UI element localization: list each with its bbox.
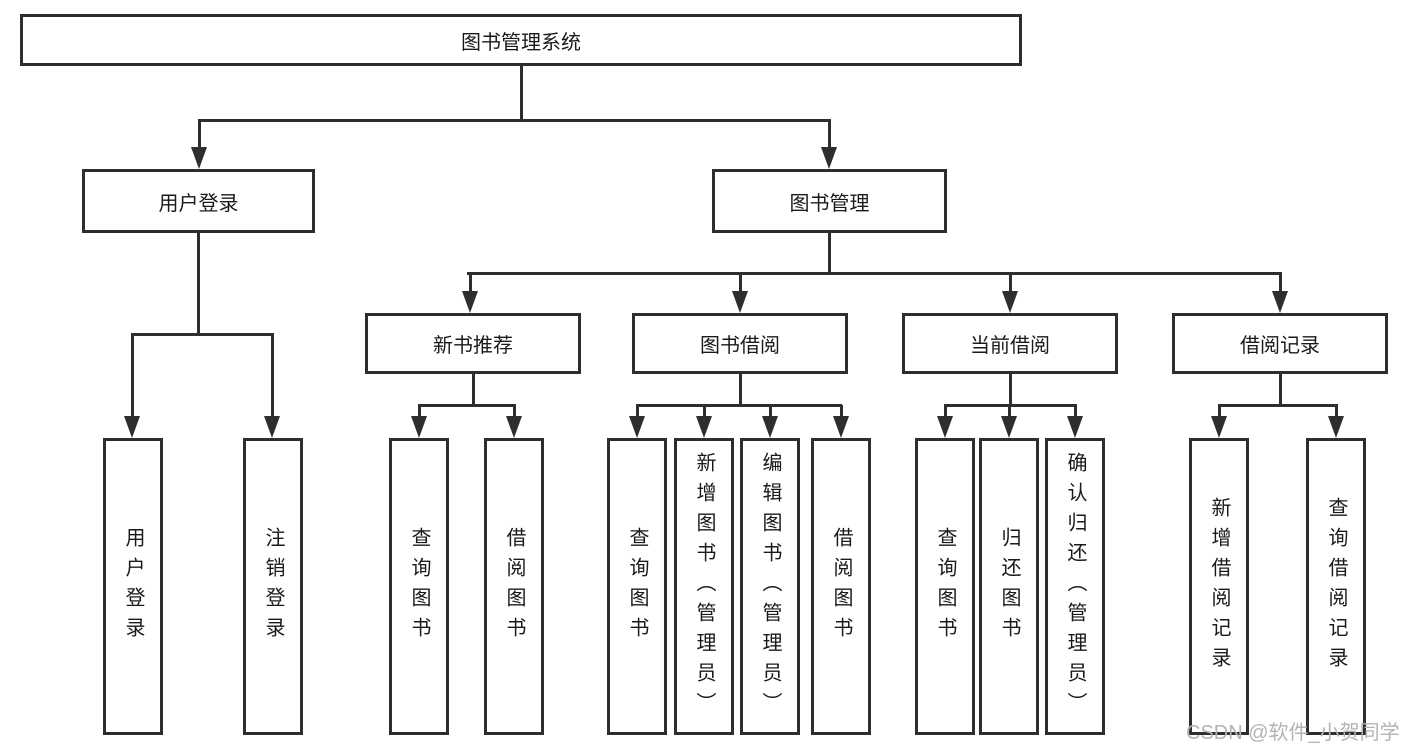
connector-line (131, 333, 274, 336)
connector-line (739, 273, 742, 291)
leaf-user-login: 用户登录 (103, 438, 163, 735)
node-label: 当前借阅 (970, 335, 1050, 357)
node-label: 查询图书 (626, 526, 648, 647)
connector-line (636, 405, 639, 416)
node-label: 借阅图书 (830, 526, 852, 647)
leaf-borrow-books-recommend: 借阅图书 (484, 438, 544, 735)
connector-line (1279, 273, 1282, 291)
connector-line (1335, 405, 1338, 416)
leaf-query-books-current: 查询图书 (915, 438, 975, 735)
connector-line (467, 272, 1282, 275)
connector-line (840, 405, 843, 416)
arrow-down-icon (462, 291, 478, 313)
connector-line (1009, 273, 1012, 291)
node-label: 用户登录 (122, 526, 144, 647)
connector-line (131, 334, 134, 416)
node-new-book-recommend: 新书推荐 (365, 313, 581, 374)
leaf-query-books-recommend: 查询图书 (389, 438, 449, 735)
leaf-edit-books-admin: 编辑图书（管理员） (740, 438, 800, 735)
arrow-down-icon (1211, 416, 1227, 438)
connector-line (418, 404, 516, 407)
node-label: 借阅图书 (503, 526, 525, 647)
arrow-down-icon (506, 416, 522, 438)
arrow-down-icon (411, 416, 427, 438)
leaf-return-books: 归还图书 (979, 438, 1039, 735)
node-label: 图书管理系统 (461, 31, 581, 54)
arrow-down-icon (124, 416, 140, 438)
connector-line (1009, 374, 1012, 405)
connector-line (739, 374, 742, 405)
arrow-down-icon (1002, 291, 1018, 313)
leaf-query-books-borrow: 查询图书 (607, 438, 667, 735)
connector-line (513, 405, 516, 416)
connector-line (271, 334, 274, 416)
connector-line (418, 405, 421, 416)
connector-line (828, 120, 831, 148)
arrow-down-icon (1067, 416, 1083, 438)
node-user-login: 用户登录 (82, 169, 315, 233)
arrow-down-icon (264, 416, 280, 438)
node-label: 图书管理 (789, 192, 870, 215)
arrow-down-icon (1328, 416, 1344, 438)
node-root-system: 图书管理系统 (20, 14, 1022, 66)
connector-line (944, 405, 947, 416)
node-label: 确认归还（管理员） (1064, 451, 1086, 722)
csdn-watermark: CSDN @软件_小贺同学 (1186, 722, 1400, 744)
connector-line (197, 233, 200, 334)
node-label: 注销登录 (262, 526, 284, 647)
connector-line (636, 404, 842, 407)
node-label: 编辑图书（管理员） (759, 451, 781, 722)
node-label: 查询借阅记录 (1325, 496, 1347, 677)
leaf-borrow-books: 借阅图书 (811, 438, 871, 735)
node-borrowing-records: 借阅记录 (1172, 313, 1388, 374)
node-label: 查询图书 (408, 526, 430, 647)
node-label: 归还图书 (998, 526, 1020, 647)
node-label: 新书推荐 (433, 335, 513, 357)
connector-line (1008, 405, 1011, 416)
leaf-add-books-admin: 新增图书（管理员） (674, 438, 734, 735)
node-book-management: 图书管理 (712, 169, 947, 233)
connector-line (520, 66, 523, 120)
connector-line (469, 273, 472, 291)
arrow-down-icon (1001, 416, 1017, 438)
arrow-down-icon (821, 147, 837, 169)
connector-line (198, 119, 831, 122)
connector-line (1218, 405, 1221, 416)
arrow-down-icon (762, 416, 778, 438)
node-label: 查询图书 (934, 526, 956, 647)
arrow-down-icon (937, 416, 953, 438)
node-label: 图书借阅 (700, 335, 780, 357)
arrow-down-icon (629, 416, 645, 438)
connector-line (1074, 405, 1077, 416)
leaf-confirm-return-admin: 确认归还（管理员） (1045, 438, 1105, 735)
connector-line (472, 374, 475, 405)
node-current-borrowing: 当前借阅 (902, 313, 1118, 374)
leaf-query-borrow-record: 查询借阅记录 (1306, 438, 1366, 735)
leaf-logout: 注销登录 (243, 438, 303, 735)
arrow-down-icon (191, 147, 207, 169)
connector-line (769, 405, 772, 416)
node-label: 借阅记录 (1240, 335, 1320, 357)
connector-line (198, 120, 201, 148)
node-label: 新增图书（管理员） (693, 451, 715, 722)
arrow-down-icon (732, 291, 748, 313)
leaf-add-borrow-record: 新增借阅记录 (1189, 438, 1249, 735)
connector-line (1218, 404, 1338, 407)
connector-line (828, 233, 831, 273)
node-label: 用户登录 (158, 192, 239, 215)
arrow-down-icon (833, 416, 849, 438)
connector-line (703, 405, 706, 416)
arrow-down-icon (696, 416, 712, 438)
node-label: 新增借阅记录 (1208, 496, 1230, 677)
connector-line (1279, 374, 1282, 405)
node-book-borrowing: 图书借阅 (632, 313, 848, 374)
arrow-down-icon (1272, 291, 1288, 313)
